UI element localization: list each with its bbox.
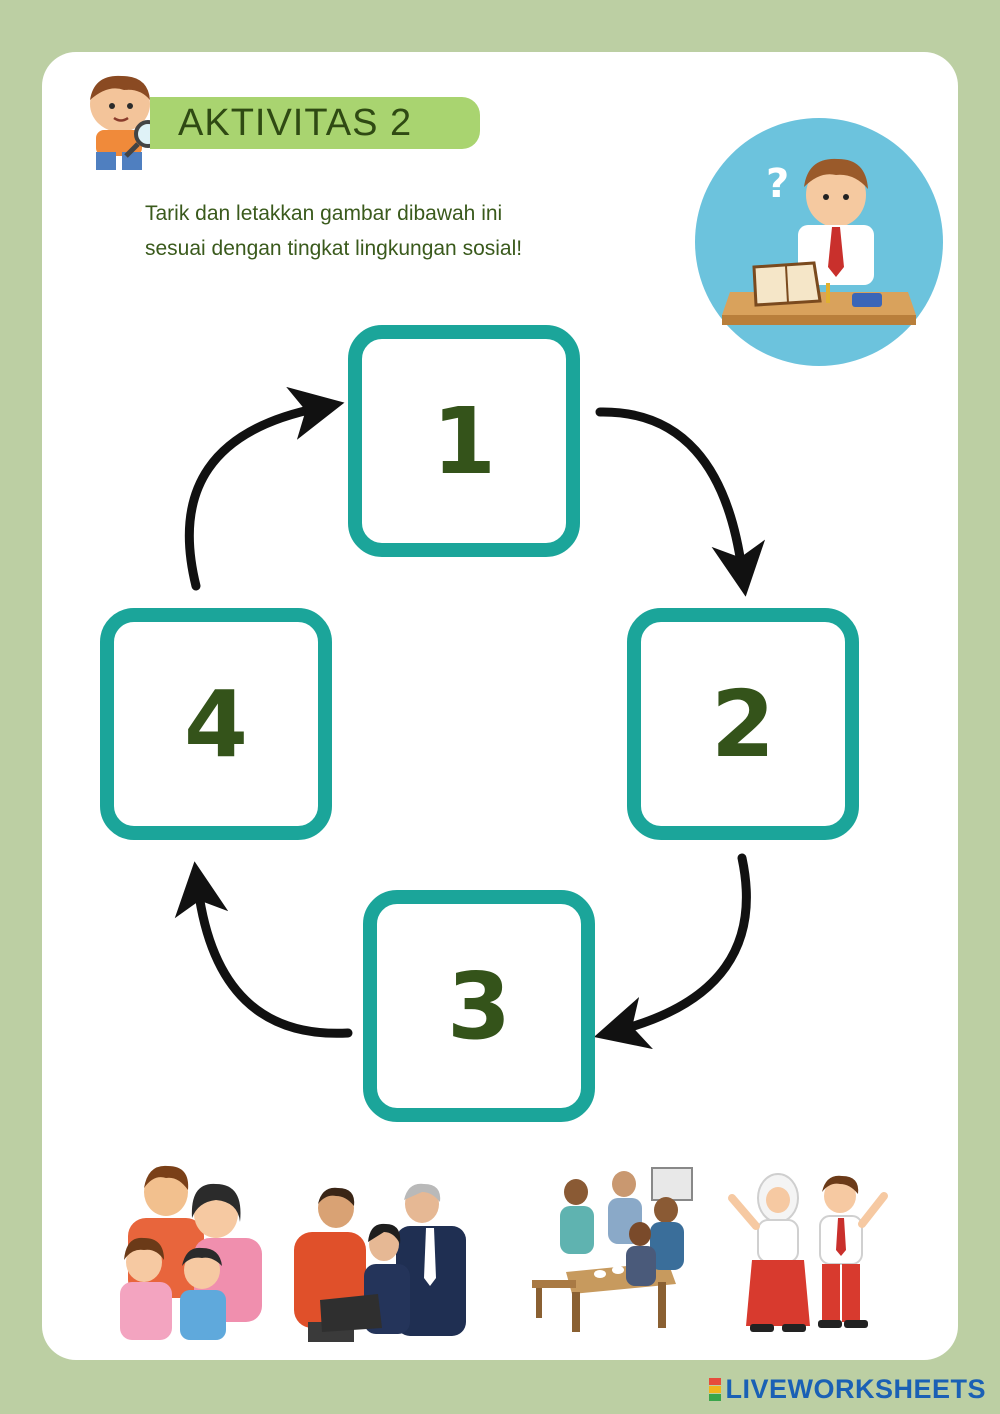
family-picture[interactable]	[98, 1162, 266, 1342]
arrow-4-to-1	[189, 408, 318, 586]
arrow-2-to-3	[620, 858, 746, 1030]
arrow-1-to-2	[600, 412, 742, 570]
liveworksheets-brand: LIVEWORKSHEETS	[725, 1374, 986, 1405]
drop-box-4-number: 4	[184, 671, 248, 778]
drop-box-2-number: 2	[711, 671, 775, 778]
drop-box-4[interactable]: 4	[100, 608, 332, 840]
office-workers-picture[interactable]	[286, 1182, 482, 1342]
drop-box-1[interactable]: 1	[348, 325, 580, 557]
drop-box-3-number: 3	[447, 953, 511, 1060]
liveworksheets-icon	[709, 1378, 721, 1401]
drop-box-3[interactable]: 3	[363, 890, 595, 1122]
liveworksheets-logo[interactable]: LIVEWORKSHEETS	[709, 1374, 986, 1405]
villagers-picture[interactable]	[526, 1162, 702, 1338]
drop-box-2[interactable]: 2	[627, 608, 859, 840]
school-children-picture[interactable]	[726, 1168, 896, 1338]
arrow-3-to-4	[198, 888, 348, 1033]
drop-box-1-number: 1	[432, 388, 496, 495]
